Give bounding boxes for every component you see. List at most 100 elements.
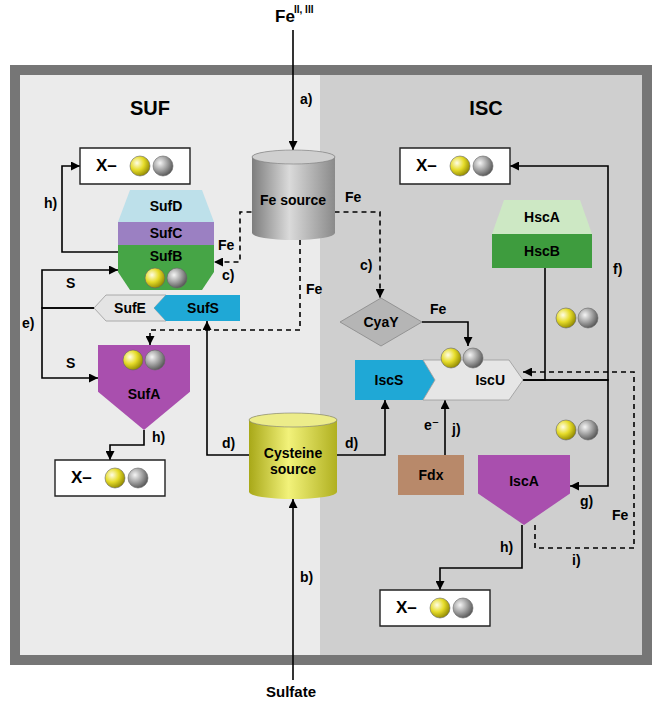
step-label: i) (572, 553, 581, 568)
node-outline (118, 222, 214, 245)
callout-label: e⁻ (424, 418, 439, 433)
step-label: Fe (430, 302, 446, 317)
step-label: g) (580, 494, 593, 509)
callout-label: e) (22, 316, 34, 331)
node-outline (55, 460, 165, 496)
protein-box: SufC (118, 222, 214, 245)
node-outline (340, 298, 422, 346)
node-shape (423, 346, 523, 400)
callout-label: Sulfate (266, 684, 316, 701)
node-outline (98, 345, 190, 430)
node-label: X– (396, 598, 417, 618)
cluster-ball (130, 156, 150, 176)
node-outline (154, 295, 240, 321)
protein-box: SufD (118, 190, 214, 222)
region-panel: ISCX–HscAHscBCyaYIscSIscUIscAFdxX– (320, 75, 642, 655)
node-label: X– (416, 156, 437, 176)
cluster-ball (473, 156, 493, 176)
carrier-pentagon: SufA (98, 345, 190, 430)
step-label: S (66, 276, 75, 291)
node-outline (400, 148, 510, 184)
protein-diamond: CyaY (340, 298, 422, 346)
callout-label: Fe (612, 508, 628, 523)
product-box: X– (400, 148, 510, 184)
scaffold-box: SufB (118, 245, 214, 290)
node-shape (478, 455, 570, 525)
node-outline (320, 75, 642, 655)
carrier-pentagon: IscA (478, 455, 570, 525)
node-outline (118, 190, 214, 222)
node-outline (492, 234, 592, 268)
region-title: SUF (130, 97, 170, 120)
chaperone-box: HscB (492, 234, 592, 268)
node-label: SufD (150, 198, 183, 214)
node-outline (478, 455, 570, 525)
product-box: X– (55, 460, 165, 496)
node-outline (118, 245, 214, 290)
node-outline (355, 360, 435, 400)
node-label: CyaY (363, 314, 398, 330)
node-label: Cysteine source (257, 445, 329, 477)
product-box: X– (80, 148, 190, 184)
callout-label: Fe (275, 8, 295, 27)
step-label: f) (613, 262, 622, 277)
source-cylinder: Fe source (252, 150, 335, 240)
node-label: SufS (187, 300, 219, 316)
node-label: SufE (114, 300, 146, 316)
node-label: SufA (128, 386, 161, 402)
node-outline (80, 148, 190, 184)
node-label: Fdx (419, 467, 444, 483)
step-label: d) (345, 436, 358, 451)
node-outline (398, 455, 464, 495)
scaffold-arrow: IscU (423, 346, 523, 400)
node-label: HscA (524, 209, 560, 225)
protein-arrow: IscS (355, 360, 435, 400)
step-label: h) (152, 430, 165, 445)
source-cylinder: Cysteine source (249, 413, 337, 499)
step-label: c) (222, 268, 234, 283)
chaperone-box: HscA (492, 200, 592, 234)
product-box: X– (380, 590, 490, 626)
cluster-ball (167, 268, 187, 288)
node-outline (249, 413, 337, 499)
region-title: ISC (469, 97, 502, 120)
outer-frame (15, 70, 647, 660)
node-label: X– (71, 468, 92, 488)
step-label: d) (222, 436, 235, 451)
cluster-ball (145, 268, 165, 288)
cluster-ball (453, 598, 473, 618)
step-label: c) (360, 258, 372, 273)
cluster-ball (105, 468, 125, 488)
node-label: IscS (375, 372, 404, 388)
callout-label: II, III (294, 4, 313, 15)
node-outline (252, 150, 335, 240)
node-label: X– (96, 156, 117, 176)
cluster-ball (463, 348, 483, 368)
node-outline (492, 200, 592, 234)
node-label: Fe source (260, 192, 326, 208)
node-label: IscU (475, 372, 505, 388)
cylinder-top (249, 413, 337, 427)
ferredoxin-box: Fdx (398, 455, 464, 495)
step-label: j) (452, 422, 461, 437)
cluster-ball (450, 156, 470, 176)
cluster-ball (441, 348, 461, 368)
node-label: IscA (509, 473, 539, 489)
node-outline (380, 590, 490, 626)
callout-label: b) (300, 570, 313, 585)
cluster-ball (123, 350, 143, 370)
step-label: h) (44, 196, 57, 211)
cylinder-top (252, 150, 335, 164)
step-label: S (66, 356, 75, 371)
step-label: Fe (306, 282, 322, 297)
cluster-ball (153, 156, 173, 176)
callout-label: Fe (345, 190, 361, 205)
callout-label: Fe (218, 238, 234, 253)
cluster-ball (430, 598, 450, 618)
callout-label: a) (300, 92, 312, 107)
protein-arrow: SufS (154, 295, 240, 321)
cluster-ball (145, 350, 165, 370)
node-label: HscB (524, 243, 560, 259)
step-label: h) (500, 540, 513, 555)
cluster-ball (128, 468, 148, 488)
